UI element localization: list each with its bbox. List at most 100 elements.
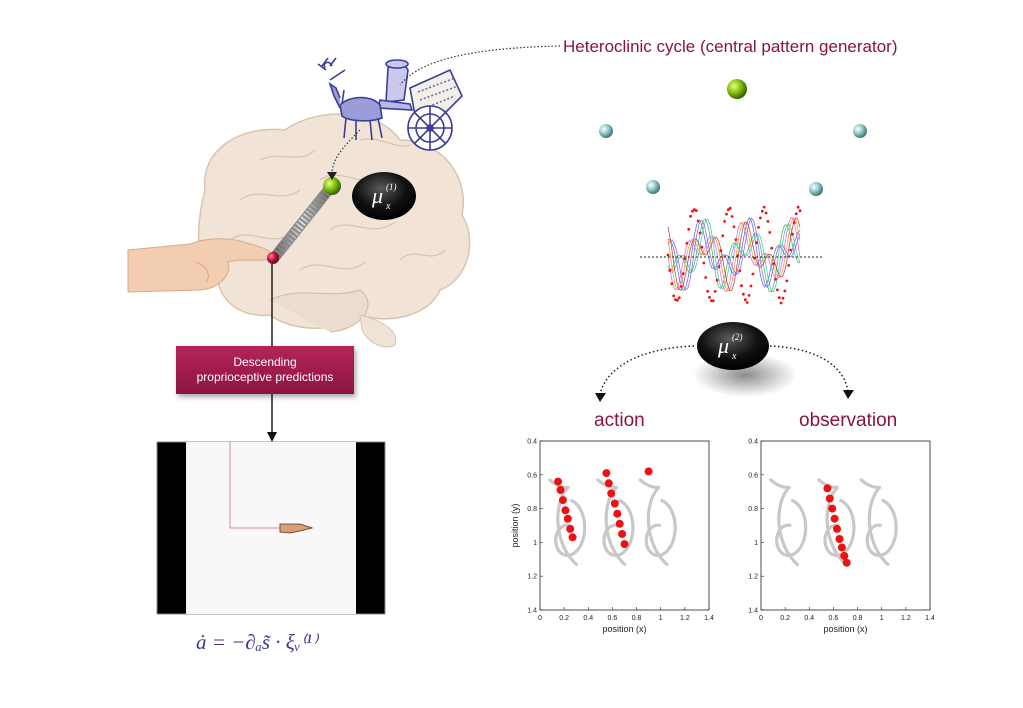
descending-box-line2: proprioceptive predictions bbox=[196, 370, 334, 384]
y-tick-label: 0.8 bbox=[748, 506, 758, 513]
trajectory-line bbox=[817, 478, 848, 566]
trace-dot bbox=[796, 205, 800, 209]
trace-dot bbox=[785, 279, 789, 283]
action-label: action bbox=[594, 410, 645, 431]
trace-dot bbox=[777, 296, 781, 300]
descending-predictions-box: Descending proprioceptive predictions bbox=[176, 346, 354, 394]
trace-dot bbox=[770, 246, 774, 250]
x-tick-label: 0.4 bbox=[583, 615, 593, 622]
trace-dot bbox=[672, 294, 676, 298]
trace-dot bbox=[743, 298, 747, 302]
heteroclinic-cycle-label: Heteroclinic cycle (central pattern gene… bbox=[563, 37, 898, 56]
trace-dot bbox=[774, 277, 777, 281]
x-axis-label: position (x) bbox=[602, 624, 646, 634]
data-point bbox=[833, 524, 841, 533]
x-tick-label: 1.4 bbox=[925, 615, 935, 622]
trace-dot bbox=[725, 212, 728, 216]
trace-dot bbox=[676, 298, 679, 302]
trace-dot bbox=[679, 285, 683, 288]
data-point bbox=[842, 558, 851, 567]
y-tick-label: 0.6 bbox=[527, 472, 537, 479]
trace-dot bbox=[717, 265, 721, 268]
trace-dot bbox=[792, 221, 796, 225]
trajectory-loop bbox=[554, 498, 587, 557]
trace-dot bbox=[670, 282, 674, 286]
trace-dot bbox=[700, 245, 704, 249]
trace-dot bbox=[687, 227, 691, 231]
x-tick-label: 0.8 bbox=[853, 615, 863, 622]
trace-dot bbox=[789, 248, 792, 252]
trace-dot bbox=[694, 209, 698, 213]
trace-dot bbox=[719, 249, 723, 253]
trace-dot bbox=[745, 301, 749, 304]
trajectory-line bbox=[638, 478, 669, 566]
data-point bbox=[835, 535, 844, 543]
trace-dot bbox=[742, 292, 745, 296]
trace-dot bbox=[764, 211, 768, 215]
trace-dot bbox=[702, 261, 706, 265]
trace-line bbox=[667, 217, 801, 291]
trace-dot bbox=[708, 296, 711, 299]
trace-dot bbox=[698, 231, 702, 235]
x-tick-label: 1 bbox=[880, 615, 884, 622]
trace-dot bbox=[787, 264, 791, 267]
arrow-to-action bbox=[599, 345, 695, 396]
trace-dot bbox=[768, 231, 772, 234]
trace-dot bbox=[751, 272, 755, 276]
mu1-symbol: μ bbox=[371, 183, 383, 208]
mu2-node: μ x (2) bbox=[697, 322, 769, 370]
trace-dot bbox=[723, 220, 726, 223]
trace-dot bbox=[726, 208, 730, 212]
cycle-node-right-icon bbox=[853, 124, 867, 138]
data-point bbox=[561, 506, 570, 515]
trace-dot bbox=[734, 238, 738, 242]
trace-dot bbox=[677, 296, 681, 300]
data-point bbox=[610, 499, 619, 508]
cycle-node-left-icon bbox=[599, 124, 613, 138]
trace-dot bbox=[721, 234, 725, 238]
trace-dot bbox=[704, 276, 708, 279]
data-point bbox=[613, 509, 622, 518]
y-tick-label: 0.4 bbox=[527, 439, 537, 446]
trace-dot bbox=[779, 301, 783, 305]
trace-dot bbox=[759, 216, 762, 220]
trace-dot bbox=[696, 219, 700, 223]
trace-line bbox=[667, 218, 801, 293]
trace-dot bbox=[685, 241, 689, 245]
data-point bbox=[830, 514, 839, 523]
observation-label: observation bbox=[799, 410, 898, 431]
data-point bbox=[563, 514, 572, 523]
trace-line bbox=[667, 218, 801, 293]
mu1-sup: (1) bbox=[386, 182, 397, 192]
trace-dot bbox=[762, 205, 766, 209]
data-point bbox=[554, 477, 563, 486]
oscillation-traces bbox=[666, 205, 802, 305]
x-tick-label: 1.2 bbox=[901, 615, 911, 622]
data-point bbox=[828, 504, 837, 513]
trace-dot bbox=[732, 225, 736, 229]
trace-dot bbox=[706, 289, 709, 293]
trace-dot bbox=[728, 206, 732, 210]
trace-dot bbox=[749, 284, 753, 288]
trajectory-line bbox=[548, 478, 578, 566]
trace-dot bbox=[791, 232, 794, 236]
y-tick-label: 1.2 bbox=[748, 574, 758, 581]
trajectory-loop bbox=[823, 498, 856, 557]
trace-dot bbox=[736, 254, 740, 257]
action-formula: ȧ = −∂ₐs̃ · ξᵥ⁽¹⁾ bbox=[196, 630, 318, 654]
trace-dot bbox=[691, 209, 694, 213]
x-tick-label: 0.4 bbox=[804, 615, 814, 622]
cycle-to-node-line bbox=[331, 129, 361, 173]
mu1-sub: x bbox=[385, 201, 391, 212]
trace-dot bbox=[781, 296, 785, 300]
trace-dot bbox=[783, 289, 787, 293]
trajectory-loop bbox=[602, 498, 635, 557]
trace-dot bbox=[711, 299, 715, 303]
data-point bbox=[568, 533, 577, 542]
data-point bbox=[823, 484, 832, 493]
y-tick-label: 1.4 bbox=[748, 608, 758, 615]
x-tick-label: 1 bbox=[659, 615, 663, 622]
